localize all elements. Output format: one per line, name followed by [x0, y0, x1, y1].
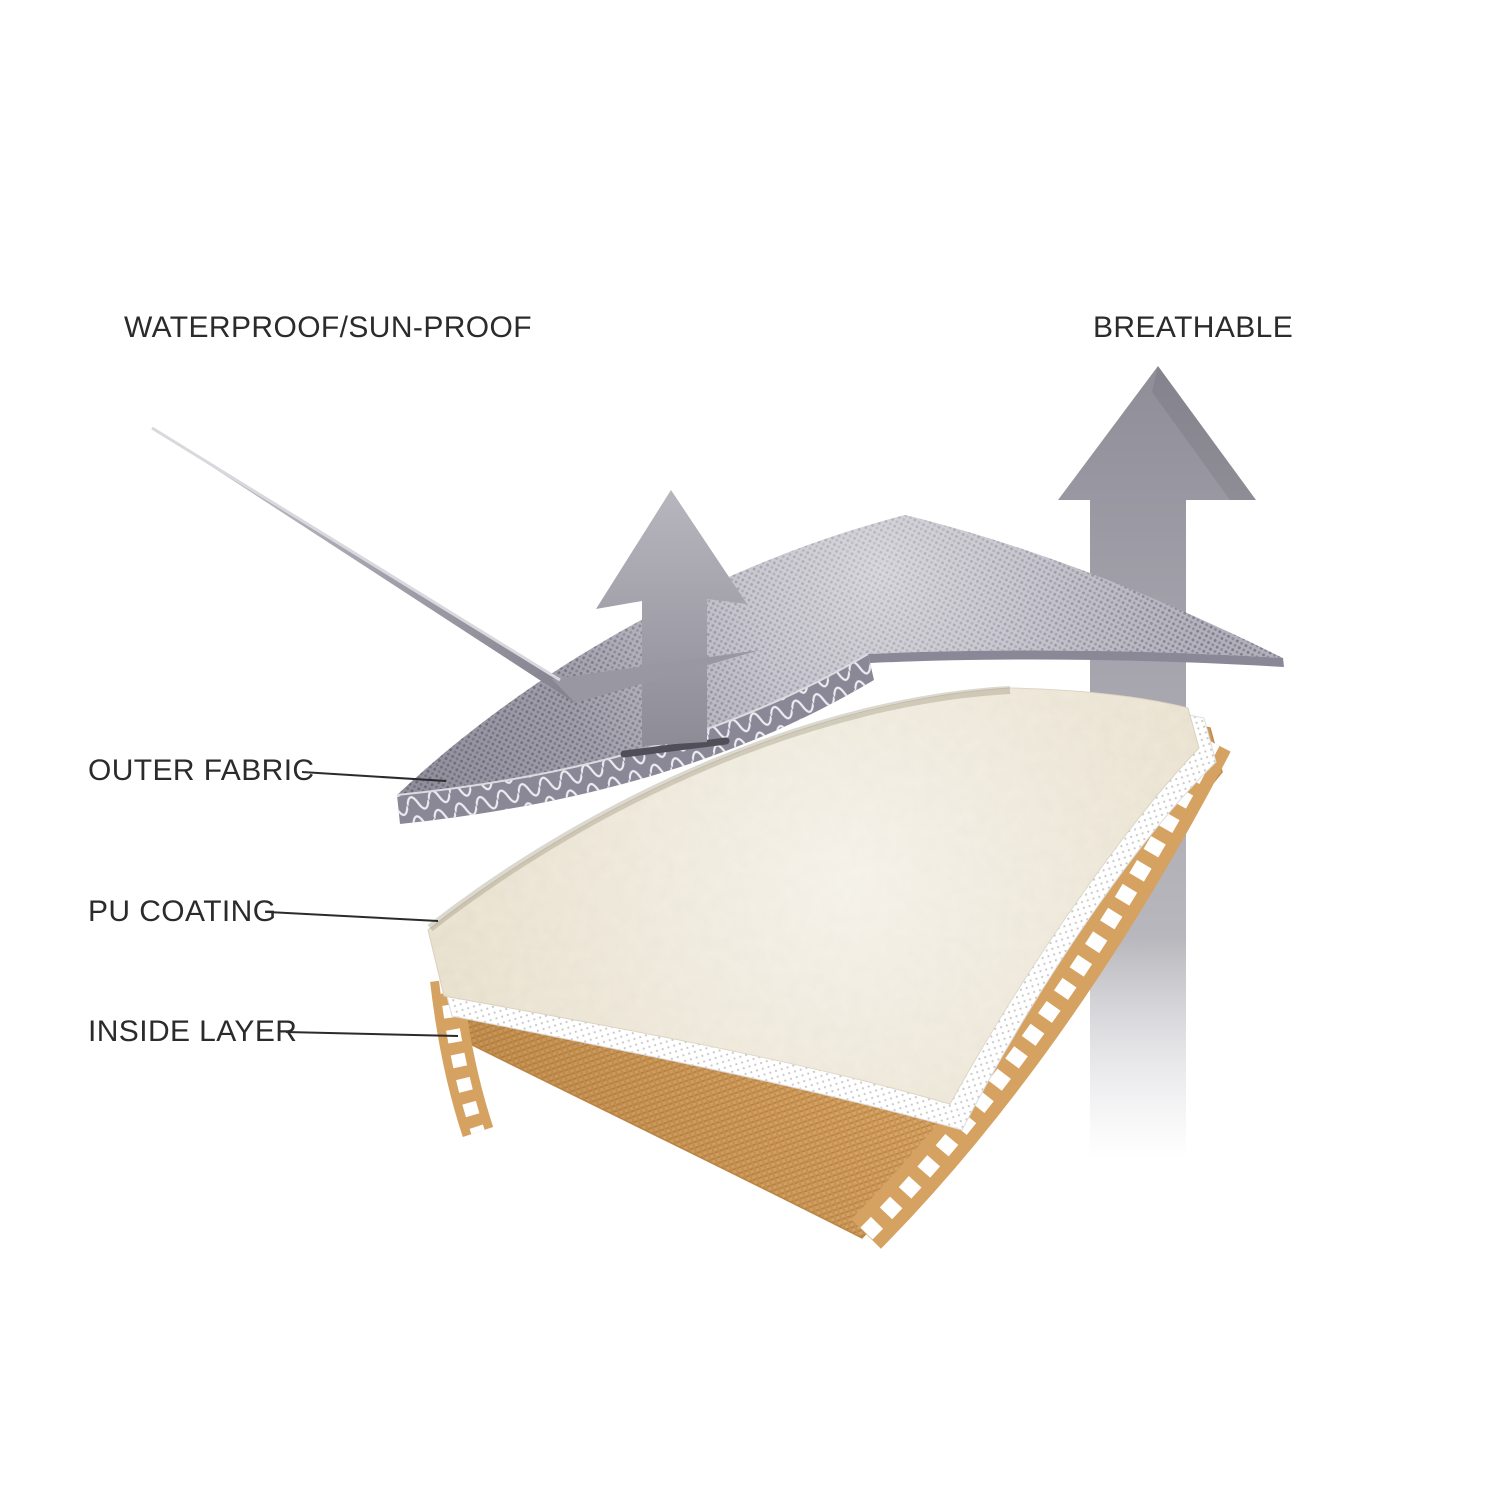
outer-fabric-label: OUTER FABRIC: [88, 754, 315, 787]
waterproof-beam-reflection: [552, 650, 760, 703]
vapor-arrow: [596, 490, 747, 758]
outer-fabric-sheen: [397, 515, 1283, 795]
outer-fabric-cut-edge-wave: [397, 654, 874, 824]
pu-coating-top-edge-shadow: [427, 686, 1011, 932]
vapor-arrow-slit: [620, 737, 730, 758]
film-strip-left-holes: [439, 979, 485, 1135]
inside-layer-label: INSIDE LAYER: [88, 1015, 298, 1048]
outer-fabric-leader-line: [301, 771, 447, 782]
waterproof-beam-highlight: [151, 426, 561, 682]
pu-coating-artwork: [427, 686, 1200, 1105]
outer-fabric-right-edge: [868, 650, 1284, 667]
breathable-label: BREATHABLE: [1093, 311, 1294, 344]
inside-layer-leader-line: [285, 1031, 459, 1037]
pu-coating-highlight: [428, 688, 1199, 1104]
waterproof-label: WATERPROOF/SUN-PROOF: [124, 311, 532, 344]
waterproof-beam-body: [150, 426, 575, 703]
waterproof-beam-arrow: [150, 426, 760, 703]
pu-coating-leader-line: [267, 911, 439, 922]
vapor-arrow-body: [596, 490, 747, 746]
breathable-arrow-bevel: [1152, 366, 1256, 500]
pu-coating-label: PU COATING: [88, 895, 277, 928]
